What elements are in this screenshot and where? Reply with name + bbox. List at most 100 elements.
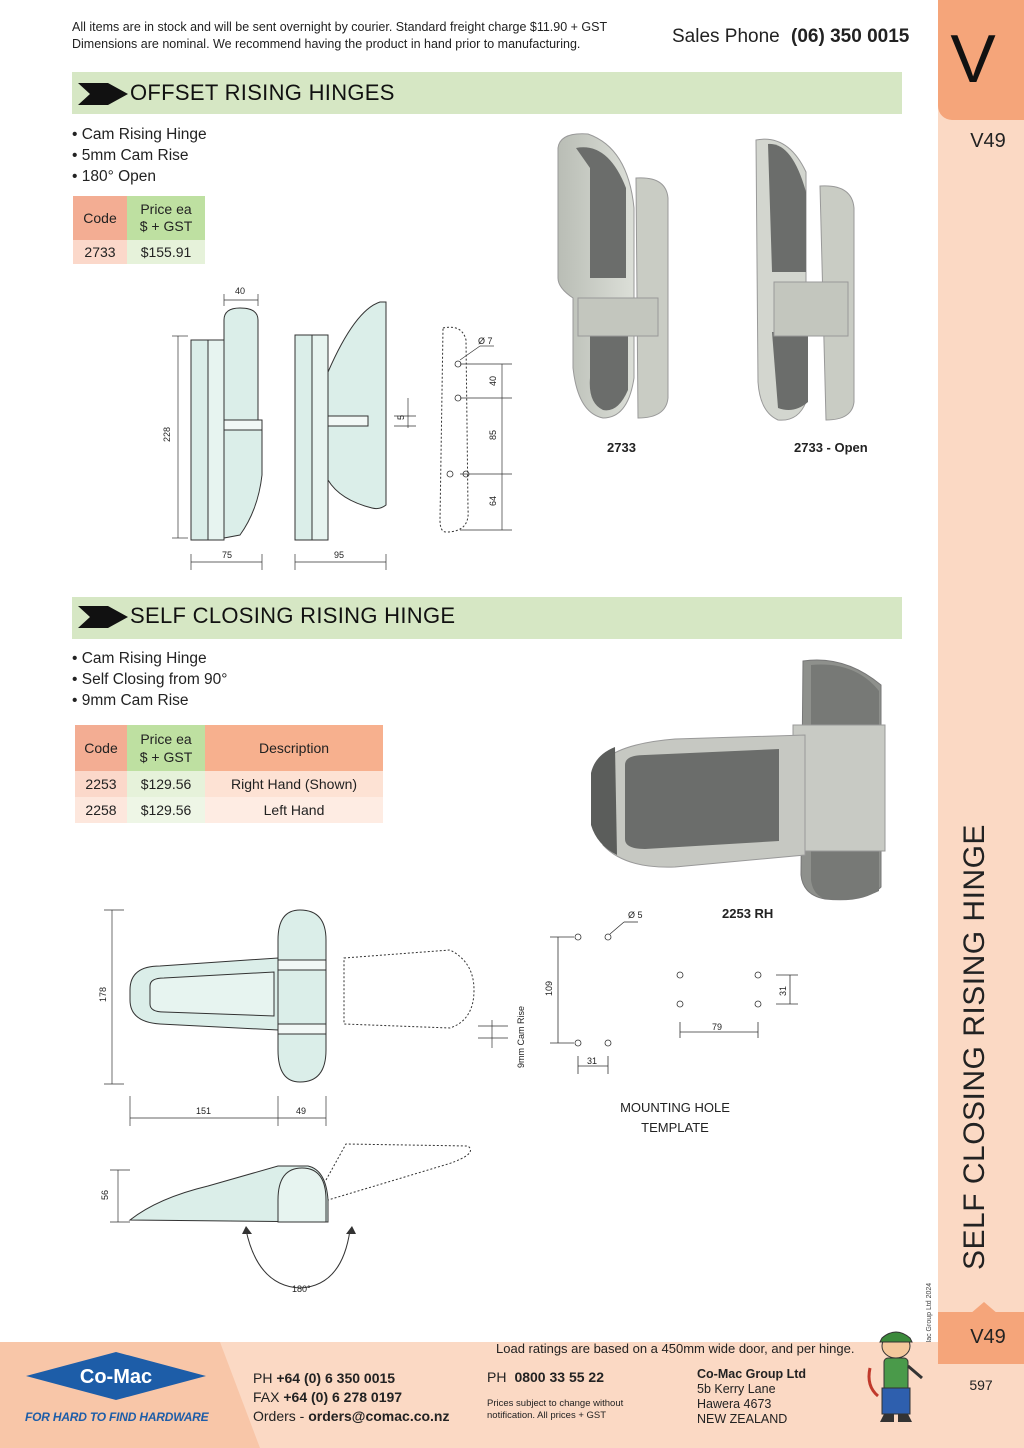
image-caption: 2733: [607, 440, 636, 455]
dim-label: 31: [778, 986, 788, 996]
cell-price: $129.56: [127, 771, 205, 797]
col-header-description: Description: [205, 725, 383, 771]
col-header-price-line2: $ + GST: [139, 218, 193, 234]
self-closing-hinge-drawing: 178 151 49 9mm Cam Rise 56 180°: [98, 909, 526, 1294]
comac-logo: Co-Mac: [26, 1352, 206, 1400]
cell-price: $155.91: [127, 240, 205, 264]
slogan: FOR HARD TO FIND HARDWARE: [25, 1410, 209, 1424]
page-number: 597: [969, 1377, 993, 1393]
offset-hinge-drawing: 40 228 75 95 5 Ø 7 40 85 64: [162, 286, 512, 570]
address-line: NEW ZEALAND: [697, 1412, 788, 1426]
cell-description: Left Hand: [205, 797, 383, 823]
side-letter-box: [938, 0, 1024, 120]
stock-notice: All items are in stock and will be sent …: [72, 19, 652, 53]
dim-label: 151: [196, 1106, 211, 1116]
feature-item: Cam Rising Hinge: [72, 648, 228, 669]
disclaimer-line: notification. All prices + GST: [487, 1410, 607, 1421]
section-title: OFFSET RISING HINGES: [130, 80, 395, 105]
address-line: Hawera 4673: [697, 1397, 772, 1411]
col-header-price-line1: Price ea: [140, 731, 192, 747]
section-header-bar: [72, 72, 902, 114]
side-code-bottom-box: [938, 1312, 1024, 1364]
mounting-hole-template: Ø 5 109 31 31 79: [544, 910, 798, 1074]
sales-phone-label: Sales Phone: [672, 26, 780, 47]
price-table: Code Price ea $ + GST 2733 $155.91: [73, 196, 205, 264]
image-caption: 2733 - Open: [794, 440, 868, 455]
arrow-icon: [78, 606, 128, 628]
hinge-2733-image: [557, 133, 669, 419]
dim-label: 79: [712, 1022, 722, 1032]
notice-line-1: All items are in stock and will be sent …: [72, 20, 608, 34]
dim-label: 64: [488, 496, 498, 506]
sales-phone: Sales Phone (06) 350 0015: [672, 26, 909, 48]
dim-label: Ø 5: [628, 910, 643, 920]
feature-list: Cam Rising Hinge 5mm Cam Rise 180° Open: [72, 124, 207, 187]
ph-label: PH: [253, 1370, 273, 1386]
notice-line-2: Dimensions are nominal. We recommend hav…: [72, 37, 581, 51]
mascot-icon: [867, 1331, 923, 1422]
dim-label: Ø 7: [478, 336, 493, 346]
dim-label: 178: [98, 987, 108, 1002]
image-caption: 2253 RH: [722, 906, 774, 921]
feature-item: 9mm Cam Rise: [72, 690, 228, 711]
phone-number[interactable]: +64 (0) 6 350 0015: [276, 1370, 396, 1386]
cell-code: 2733: [73, 240, 127, 264]
disclaimer-line: Prices subject to change without: [487, 1398, 624, 1409]
dim-label: 109: [544, 981, 554, 996]
side-vertical-title: SELF CLOSING RISING HINGE: [958, 824, 991, 1270]
side-code-bottom: V49: [970, 1326, 1006, 1348]
template-caption-line1: MOUNTING HOLE: [620, 1100, 730, 1115]
dim-label: 85: [488, 430, 498, 440]
logo-text: Co-Mac: [80, 1366, 152, 1388]
feature-item: 180° Open: [72, 166, 207, 187]
fax-number[interactable]: +64 (0) 6 278 0197: [283, 1389, 403, 1405]
section-title: SELF CLOSING RISING HINGE: [130, 603, 456, 628]
col-header-price: Price ea $ + GST: [127, 725, 205, 771]
dim-label: 31: [587, 1056, 597, 1066]
template-caption-line2: TEMPLATE: [641, 1120, 709, 1135]
sales-phone-number[interactable]: (06) 350 0015: [791, 26, 910, 47]
price-table: Code Price ea $ + GST Description 2253 $…: [75, 725, 383, 823]
company-name: Co-Mac Group Ltd: [697, 1367, 807, 1381]
section-header-bar: [72, 597, 902, 639]
dim-label: 228: [162, 427, 172, 442]
feature-item: Self Closing from 90°: [72, 669, 228, 690]
feature-item: Cam Rising Hinge: [72, 124, 207, 145]
price-disclaimer: Prices subject to change without notific…: [487, 1398, 623, 1422]
template-caption: MOUNTING HOLE TEMPLATE: [600, 1098, 750, 1138]
ph2-label: PH: [487, 1369, 507, 1385]
company-address: Co-Mac Group Ltd 5b Kerry Lane Hawera 46…: [697, 1367, 806, 1427]
orders-email[interactable]: orders@comac.co.nz: [308, 1408, 450, 1424]
fax-label: FAX: [253, 1389, 280, 1405]
arrow-icon: [78, 83, 128, 105]
side-code-top: V49: [970, 130, 1006, 152]
feature-list: Cam Rising Hinge Self Closing from 90° 9…: [72, 648, 228, 711]
hinge-2733-open-image: [755, 138, 855, 421]
cell-price: $129.56: [127, 797, 205, 823]
side-code-notch: [970, 1302, 998, 1314]
dim-label: 180°: [292, 1284, 311, 1294]
cell-code: 2253: [75, 771, 127, 797]
col-header-price: Price ea $ + GST: [127, 196, 205, 240]
dim-label: 95: [334, 550, 344, 560]
cell-code: 2258: [75, 797, 127, 823]
dim-label: 75: [222, 550, 232, 560]
col-header-price-line1: Price ea: [140, 201, 192, 217]
dim-label: 49: [296, 1106, 306, 1116]
dim-label: 56: [100, 1190, 110, 1200]
feature-item: 5mm Cam Rise: [72, 145, 207, 166]
side-tab-strip: [938, 0, 1024, 1448]
dim-label: 5: [396, 415, 406, 420]
freephone-block: PH 0800 33 55 22: [487, 1369, 604, 1385]
hinge-2253-image: [591, 659, 886, 901]
dim-label: 9mm Cam Rise: [516, 1006, 526, 1068]
address-line: 5b Kerry Lane: [697, 1382, 776, 1396]
col-header-code: Code: [75, 725, 127, 771]
dim-label: 40: [235, 286, 245, 296]
orders-label: Orders -: [253, 1408, 305, 1424]
cell-description: Right Hand (Shown): [205, 771, 383, 797]
col-header-price-line2: $ + GST: [139, 749, 193, 765]
contact-block: PH +64 (0) 6 350 0015 FAX +64 (0) 6 278 …: [253, 1369, 450, 1426]
freephone-number[interactable]: 0800 33 55 22: [514, 1369, 604, 1385]
load-ratings-note: Load ratings are based on a 450mm wide d…: [496, 1341, 855, 1356]
